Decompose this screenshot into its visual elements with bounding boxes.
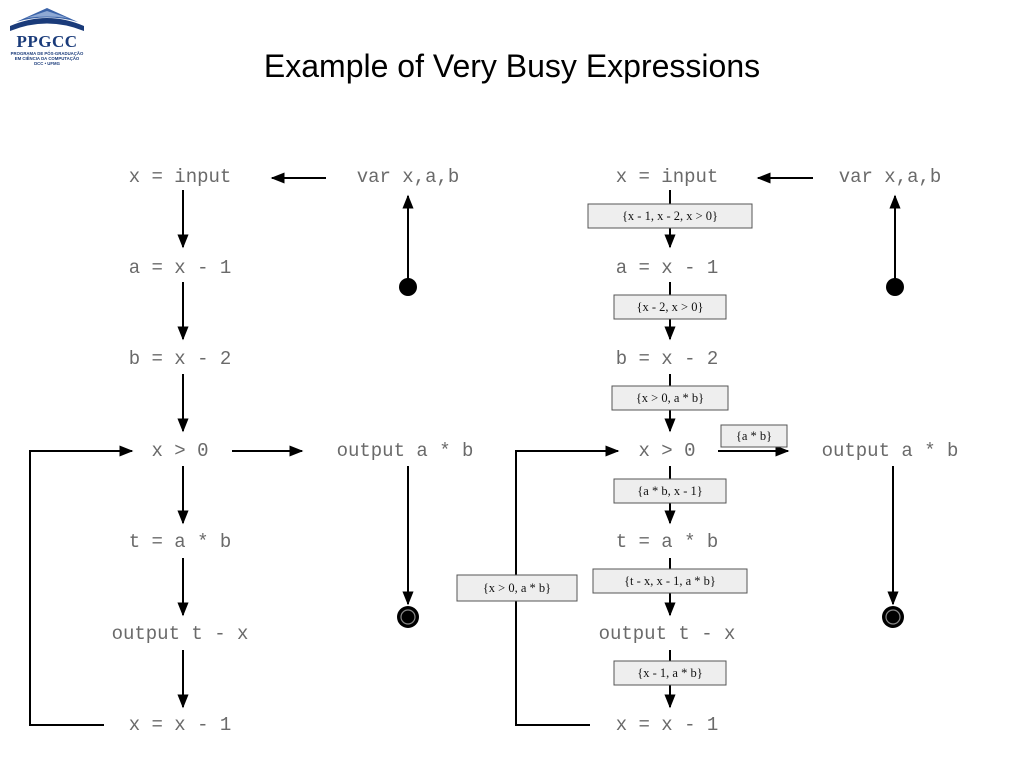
node-condition: x > 0 [151,440,208,462]
node-t-assign: t = a * b [616,531,719,553]
node-declaration: var x,a,b [839,166,942,188]
svg-text:{a * b, x - 1}: {a * b, x - 1} [637,484,702,498]
busy-set-label: {t - x, x - 1, a * b} [592,568,748,594]
node-t-assign: t = a * b [129,531,232,553]
node-declaration: var x,a,b [357,166,460,188]
edge-loop-back [29,445,134,726]
node-condition: x > 0 [638,440,695,462]
busy-set-label: {x - 2, x > 0} [613,294,727,320]
svg-text:{x > 0, a * b}: {x > 0, a * b} [483,581,551,595]
busy-set-label: {x - 1, a * b} [613,660,727,686]
right-cfg-annotated: var x,a,b x = input a = x - 1 b = x - 2 … [456,166,959,736]
end-node-icon [397,606,419,628]
left-cfg: var x,a,b x = input a = x - 1 b = x - 2 … [29,166,474,736]
node-output-ab: output a * b [822,440,959,462]
start-node-icon [399,278,417,296]
busy-set-label: {a * b} [720,424,788,448]
node-x-input: x = input [129,166,232,188]
busy-set-label: {x > 0, a * b} [456,574,578,602]
end-node-icon [882,606,904,628]
node-b-assign: b = x - 2 [129,348,232,370]
node-a-assign: a = x - 1 [129,257,232,279]
logo-subtitle-line1: PROGRAMA DE PÓS-GRADUAÇÃO [10,51,84,56]
node-a-assign: a = x - 1 [616,257,719,279]
svg-text:{x - 1, x - 2, x > 0}: {x - 1, x - 2, x > 0} [622,209,718,223]
svg-text:{a * b}: {a * b} [736,429,772,443]
end-node-ring [885,609,901,625]
svg-text:{x - 2, x > 0}: {x - 2, x > 0} [637,300,704,314]
start-node-icon [886,278,904,296]
logo-subtitle-line2: EM CIÊNCIA DA COMPUTAÇÃO [14,56,80,61]
busy-set-label: {x - 1, x - 2, x > 0} [587,203,753,229]
ppgcc-logo: PPGCC PROGRAMA DE PÓS-GRADUAÇÃO EM CIÊNC… [4,4,90,68]
logo-subtitle-line3: DCC • UFMG [34,61,60,66]
node-output-tx: output t - x [112,623,249,645]
node-x-input: x = input [616,166,719,188]
slide-title: Example of Very Busy Expressions [263,48,761,84]
busy-set-label: {a * b, x - 1} [613,478,727,504]
busy-set-label: {x > 0, a * b} [611,385,729,411]
node-output-tx: output t - x [599,623,736,645]
svg-text:{x > 0, a * b}: {x > 0, a * b} [636,391,704,405]
logo-emblem-icon [10,8,84,31]
node-b-assign: b = x - 2 [616,348,719,370]
end-node-ring [400,609,416,625]
node-x-decrement: x = x - 1 [616,714,719,736]
node-output-ab: output a * b [337,440,474,462]
svg-text:{t - x, x - 1, a * b}: {t - x, x - 1, a * b} [624,574,716,588]
svg-text:{x - 1, a * b}: {x - 1, a * b} [637,666,702,680]
node-x-decrement: x = x - 1 [129,714,232,736]
logo-acronym: PPGCC [16,32,78,51]
